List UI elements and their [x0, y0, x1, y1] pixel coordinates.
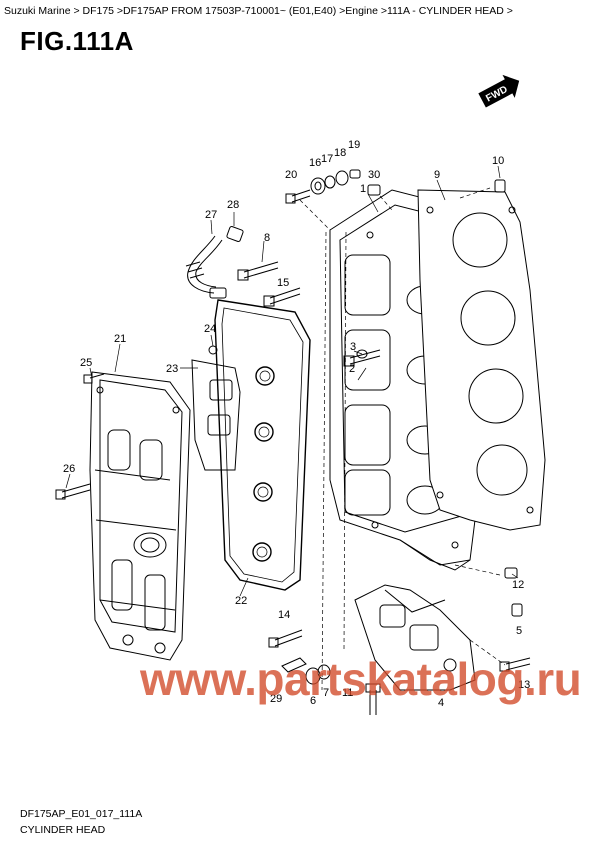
breadcrumb[interactable]: Suzuki Marine > DF175 >DF175AP FROM 1750… [4, 5, 513, 17]
callout-7[interactable]: 7 [323, 687, 329, 699]
callout-8[interactable]: 8 [264, 232, 270, 244]
callout-14[interactable]: 14 [278, 609, 290, 621]
callout-1[interactable]: 1 [360, 183, 366, 195]
callout-9[interactable]: 9 [434, 169, 440, 181]
callout-11[interactable]: 11 [342, 687, 353, 699]
callout-4[interactable]: 4 [438, 697, 444, 709]
callout-6[interactable]: 6 [310, 695, 316, 707]
head-cover-seal [214, 299, 311, 591]
callout-2[interactable]: 2 [349, 363, 355, 375]
footer-code: DF175AP_E01_017_111A [20, 808, 143, 820]
figure-title: FIG.111A [20, 26, 134, 56]
callout-30[interactable]: 30 [368, 169, 380, 181]
callout-17[interactable]: 17 [321, 153, 333, 165]
callout-21[interactable]: 21 [114, 333, 126, 345]
callout-24[interactable]: 24 [204, 323, 216, 335]
callout-10[interactable]: 10 [492, 155, 504, 167]
cylinder-head-cover [89, 371, 191, 661]
callout-12[interactable]: 12 [512, 579, 524, 591]
dashed-guide-lines [299, 187, 506, 691]
callout-25[interactable]: 25 [80, 357, 92, 369]
callout-5[interactable]: 5 [516, 625, 522, 637]
watermark: www.partskatalog.ru [140, 653, 582, 705]
callout-15[interactable]: 15 [277, 277, 289, 289]
cover-gasket [191, 359, 241, 471]
callout-13[interactable]: 13 [518, 679, 530, 691]
callout-29[interactable]: 29 [270, 693, 282, 705]
callout-28[interactable]: 28 [227, 199, 239, 211]
footer-name: CYLINDER HEAD [20, 824, 106, 836]
callout-27[interactable]: 27 [205, 209, 217, 221]
fasteners [55, 169, 531, 715]
callout-20[interactable]: 20 [285, 169, 297, 181]
leader-lines [65, 165, 519, 597]
lower-bracket [354, 584, 476, 691]
callout-19[interactable]: 19 [348, 139, 360, 151]
callout-22[interactable]: 22 [235, 595, 247, 607]
head-gasket [417, 189, 546, 531]
callout-3[interactable]: 3 [350, 341, 356, 353]
callout-16[interactable]: 16 [309, 157, 321, 169]
callout-18[interactable]: 18 [334, 147, 346, 159]
callout-26[interactable]: 26 [63, 463, 75, 475]
callout-23[interactable]: 23 [166, 363, 178, 375]
breather-hose [185, 226, 244, 299]
fwd-arrow-icon: FWD [478, 74, 520, 108]
callout-labels: 1 2 3 4 5 6 7 8 9 10 11 12 13 14 15 16 1… [63, 139, 530, 709]
